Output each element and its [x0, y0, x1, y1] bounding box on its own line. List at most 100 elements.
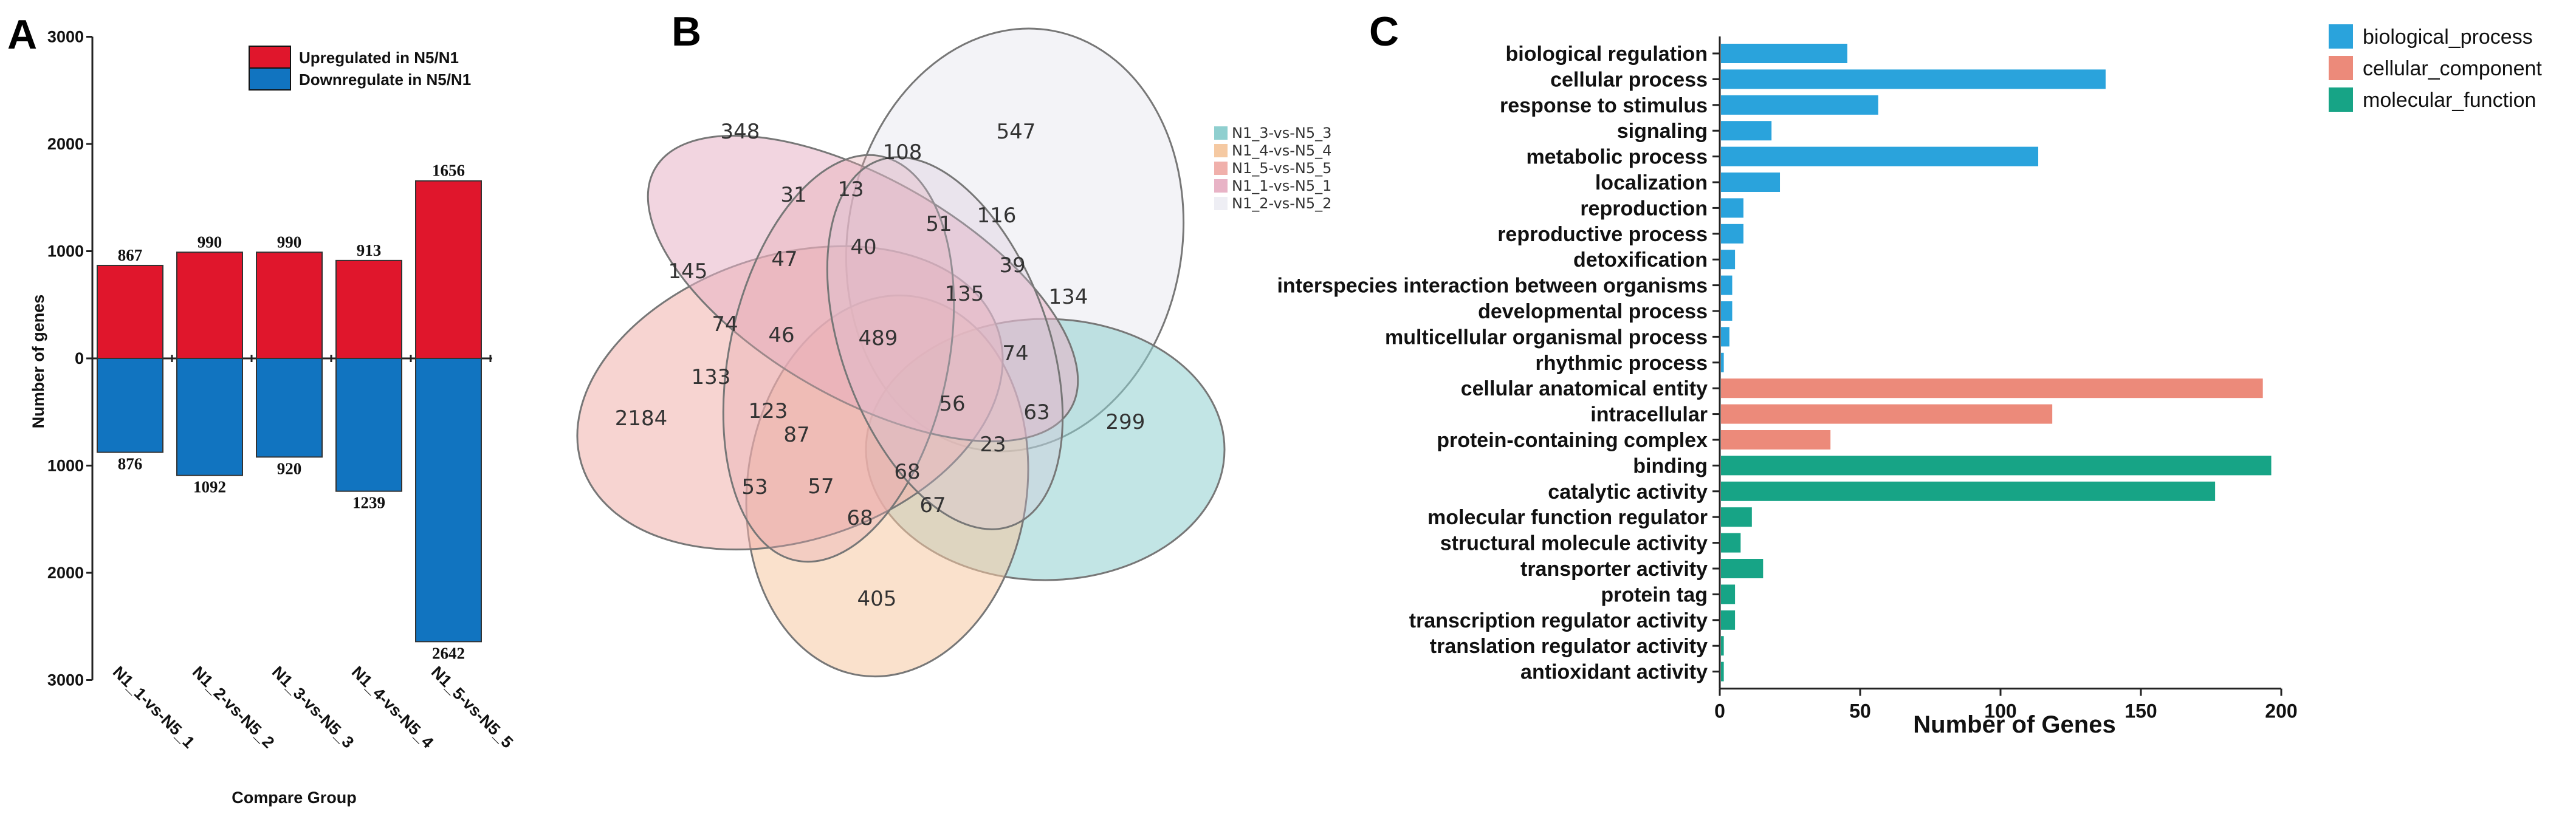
c-x-tick-label: 200 — [2265, 700, 2297, 722]
c-bar — [1721, 559, 1764, 578]
c-bar — [1721, 456, 2272, 476]
venn-legend-swatch-4 — [1214, 179, 1228, 193]
c-category-label: cellular process — [1550, 68, 1708, 91]
venn-legend-label-1: N1_3-vs-N5_3 — [1232, 125, 1331, 142]
a-y-tick-label: 2000 — [47, 564, 84, 582]
venn-region-count: 123 — [749, 399, 788, 423]
c-bar — [1721, 198, 1743, 218]
c-category-label: reproduction — [1580, 197, 1708, 220]
venn-region-count: 57 — [808, 474, 834, 499]
panel-label-a: A — [7, 12, 37, 58]
venn-region-count: 46 — [768, 323, 794, 347]
a-bar-up — [176, 251, 243, 360]
c-category-label: transcription regulator activity — [1409, 609, 1708, 632]
c-bar — [1721, 224, 1743, 244]
a-y-tick-label: 2000 — [47, 135, 84, 153]
venn-sets — [576, 27, 1226, 678]
panel-label-c: C — [1369, 9, 1399, 55]
c-category-label: rhythmic process — [1536, 352, 1708, 375]
a-x-tick-label: N1_4-vs-N5_4 — [348, 663, 437, 751]
c-category-label: binding — [1633, 454, 1708, 477]
c-bar — [1721, 146, 2039, 166]
a-bar-down — [415, 358, 482, 643]
c-category-label: structural molecule activity — [1440, 532, 1708, 555]
venn-region-count: 31 — [780, 183, 806, 207]
c-bar — [1721, 661, 1724, 682]
a-data-label-up: 913 — [357, 241, 382, 259]
venn-region-count: 53 — [741, 475, 768, 499]
c-category-label: intracellular — [1590, 403, 1708, 426]
venn-legend: N1_3-vs-N5_3 N1_4-vs-N5_4 N1_5-vs-N5_5 N… — [1214, 125, 1331, 212]
c-bar — [1721, 378, 2263, 398]
a-x-axis-title: Compare Group — [232, 788, 357, 807]
a-bar-down — [256, 358, 323, 458]
c-bar — [1721, 610, 1736, 630]
c-category-label: antioxidant activity — [1520, 661, 1708, 684]
a-data-label-down: 2642 — [432, 644, 465, 662]
c-category-label: translation regulator activity — [1430, 635, 1708, 658]
c-legend-swatch-mf — [2329, 87, 2353, 112]
venn-region-count: 74 — [712, 312, 738, 337]
a-bar-up — [97, 264, 163, 359]
venn-region-count: 13 — [837, 177, 864, 202]
c-bar — [1721, 121, 1772, 141]
c-category-label: protein tag — [1601, 583, 1708, 606]
c-category-label: multicellular organismal process — [1385, 326, 1708, 349]
a-y-tick-label: 1000 — [47, 457, 84, 475]
venn-region-count: 51 — [926, 212, 952, 236]
venn-region-count: 63 — [1023, 400, 1049, 425]
c-category-label: interspecies interaction between organis… — [1277, 275, 1708, 298]
a-bar-down — [97, 358, 163, 453]
c-bar — [1721, 275, 1733, 295]
c-legend-swatch-cc — [2329, 56, 2353, 80]
venn-set-n1-1 — [647, 134, 1079, 443]
a-data-label-down: 1239 — [352, 494, 385, 512]
c-x-tick-label: 0 — [1714, 700, 1725, 722]
c-bar — [1721, 95, 1878, 115]
a-x-tick-label: N1_5-vs-N5_5 — [428, 663, 517, 751]
c-bar — [1721, 404, 2053, 424]
c-bar — [1721, 481, 2216, 501]
c-bar — [1721, 327, 1729, 347]
a-bar-down — [335, 358, 402, 492]
venn-region-count: 67 — [919, 493, 946, 518]
venn-region-count: 87 — [783, 423, 809, 447]
a-y-tick-label: 0 — [75, 349, 84, 367]
venn-region-count: 40 — [850, 235, 876, 259]
venn-region-count: 135 — [945, 282, 984, 306]
venn-region-count: 68 — [894, 460, 920, 484]
venn-region-count: 23 — [980, 432, 1006, 457]
venn-legend-label-5: N1_2-vs-N5_2 — [1232, 195, 1331, 212]
a-data-label-up: 990 — [197, 233, 222, 251]
venn-set-n1-1-lobe — [826, 156, 1064, 530]
c-category-label: developmental process — [1478, 300, 1708, 323]
venn-region-count: 74 — [1002, 341, 1028, 366]
c-bar — [1721, 533, 1741, 553]
a-data-label-up: 1656 — [432, 162, 465, 180]
c-legend-label-mf: molecular_function — [2363, 89, 2536, 112]
c-category-label: transporter activity — [1520, 558, 1708, 581]
a-legend: Upregulated in N5/N1 Downregulate in N5/… — [249, 46, 471, 91]
a-data-label-down: 920 — [277, 459, 302, 477]
a-data-label-up: 990 — [277, 233, 302, 251]
c-bar — [1721, 173, 1781, 192]
venn-legend-swatch-1 — [1214, 126, 1228, 140]
a-bar-up — [415, 180, 482, 359]
c-x-tick-label: 50 — [1849, 700, 1871, 722]
c-category-label: detoxification — [1573, 248, 1708, 272]
c-category-label: cellular anatomical entity — [1461, 377, 1708, 400]
venn-legend-label-3: N1_5-vs-N5_5 — [1232, 160, 1331, 177]
a-data-label-up: 867 — [118, 246, 143, 264]
venn-region-count: 134 — [1049, 285, 1088, 309]
venn-region-count: 145 — [668, 259, 708, 284]
c-category-label: response to stimulus — [1500, 94, 1708, 117]
c-category-label: molecular function regulator — [1427, 506, 1708, 529]
c-x-tick-label: 100 — [1984, 700, 2016, 722]
c-bar — [1721, 584, 1736, 604]
a-x-tick-label: N1_3-vs-N5_3 — [269, 663, 357, 751]
c-category-label: protein-containing complex — [1437, 429, 1708, 452]
